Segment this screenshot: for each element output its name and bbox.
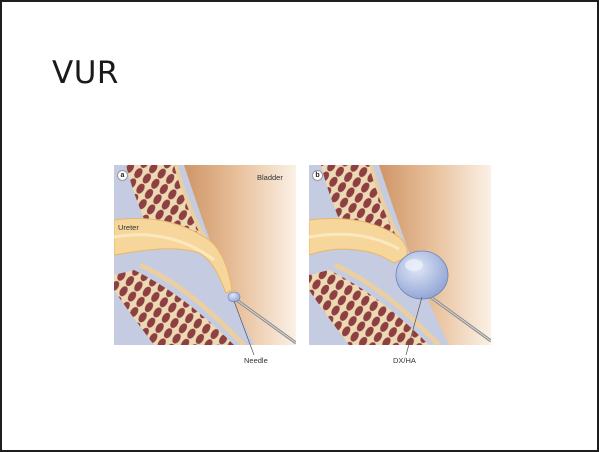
panel-b-badge: b (312, 170, 323, 181)
panel-a-drawing (114, 165, 296, 345)
panel-a-badge: a (117, 170, 128, 181)
needle-label: Needle (244, 356, 268, 365)
anatomy-figure: a b Bladder Ureter Needle DX/HA (114, 165, 491, 375)
slide-title: VUR (52, 55, 119, 91)
illustration (114, 165, 491, 375)
panel-b-drawing (309, 165, 491, 345)
implant-label: DX/HA (393, 356, 416, 365)
bladder-label: Bladder (257, 173, 283, 182)
ureter-label: Ureter (118, 223, 139, 232)
